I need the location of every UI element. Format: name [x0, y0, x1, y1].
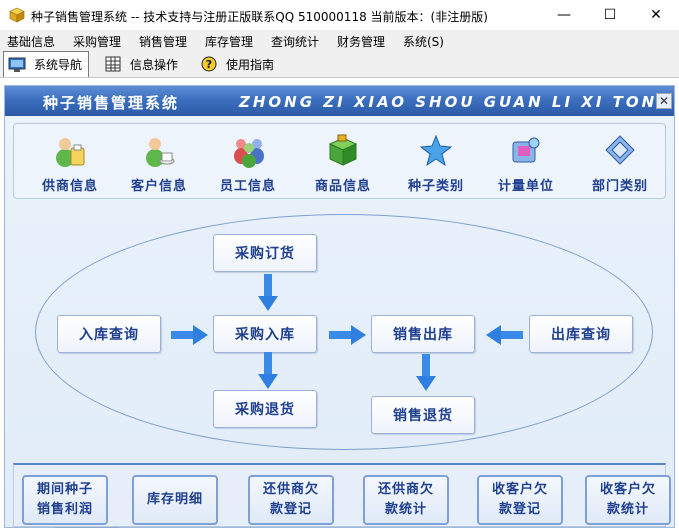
- arrow-down-icon: [258, 352, 278, 389]
- nav-goods-info[interactable]: 商品信息: [303, 124, 383, 200]
- menu-finance[interactable]: 财务管理: [337, 35, 386, 49]
- panel-pinyin-title: ZHONG ZI XIAO SHOU GUAN LI XI TONG: [239, 93, 673, 111]
- inbound-query-button[interactable]: 入库查询: [57, 315, 161, 353]
- menu-query-stats[interactable]: 查询统计: [271, 35, 320, 49]
- nav-label: 客户信息: [130, 179, 187, 194]
- supplier-icon: [56, 138, 85, 167]
- arrow-down-icon: [258, 274, 278, 311]
- menu-sales[interactable]: 销售管理: [139, 35, 188, 49]
- panel-close-button[interactable]: ✕: [656, 93, 672, 109]
- toolbar: 系统导航 信息操作 ? 使用指南: [0, 50, 679, 78]
- supplier-debt-stats-button[interactable]: 还供商欠 款统计: [363, 475, 449, 525]
- arrow-left-icon: [486, 325, 523, 345]
- report-button-bar: 期间种子 销售利润 库存明细 还供商欠 款登记 还供商欠 款统计 收客户欠 款登…: [13, 463, 671, 527]
- tab-user-guide[interactable]: ? 使用指南: [196, 51, 282, 77]
- purchase-inbound-button[interactable]: 采购入库: [213, 315, 317, 353]
- sales-outbound-button[interactable]: 销售出库: [371, 315, 475, 353]
- supplier-debt-register-button[interactable]: 还供商欠 款登记: [248, 475, 334, 525]
- nav-customer-info[interactable]: 客户信息: [119, 124, 199, 200]
- flow-ellipse: [35, 214, 653, 450]
- nav-label: 部门类别: [591, 179, 648, 194]
- customer-icon: [146, 138, 175, 167]
- nav-seed-category[interactable]: 种子类别: [396, 124, 476, 200]
- employee-icon: [234, 139, 264, 168]
- navigation-panel: 种子销售管理系统 ZHONG ZI XIAO SHOU GUAN LI XI T…: [4, 85, 675, 528]
- arrow-down-icon: [416, 354, 436, 391]
- business-flow: 采购订货 入库查询 采购入库 销售出库 出库查询 采购退货 销售退货: [13, 206, 666, 528]
- nav-label: 员工信息: [219, 179, 276, 194]
- maximize-button[interactable]: ☐: [603, 7, 617, 23]
- nav-measure-unit[interactable]: 计量单位: [486, 124, 566, 200]
- panel-title: 种子销售管理系统: [43, 94, 180, 112]
- nav-department-category[interactable]: 部门类别: [580, 124, 660, 200]
- title-bar: 种子销售管理系统 -- 技术支持与注册正版联系QQ 510000118 当前版本…: [0, 0, 679, 30]
- arrow-right-icon: [171, 325, 208, 345]
- panel-body: 供商信息 客户信息: [5, 116, 674, 528]
- minimize-button[interactable]: —: [557, 7, 571, 23]
- sales-return-button[interactable]: 销售退货: [371, 396, 475, 434]
- purchase-return-button[interactable]: 采购退货: [213, 390, 317, 428]
- panel-header: 种子销售管理系统 ZHONG ZI XIAO SHOU GUAN LI XI T…: [5, 86, 674, 116]
- department-icon: [605, 135, 635, 165]
- unit-icon: [512, 137, 540, 163]
- outbound-query-button[interactable]: 出库查询: [529, 315, 633, 353]
- tab-label: 信息操作: [130, 57, 179, 72]
- monitor-icon: [8, 57, 26, 72]
- nav-label: 种子类别: [407, 179, 464, 194]
- tab-label: 使用指南: [226, 57, 275, 72]
- tab-system-nav[interactable]: 系统导航: [3, 51, 89, 77]
- purchase-order-button[interactable]: 采购订货: [213, 234, 317, 272]
- star-icon: [420, 134, 452, 167]
- arrow-right-icon: [329, 325, 366, 345]
- period-sales-profit-button[interactable]: 期间种子 销售利润: [22, 475, 108, 525]
- menu-purchase[interactable]: 采购管理: [73, 35, 122, 49]
- menu-system[interactable]: 系统(S): [403, 35, 444, 49]
- nav-label: 计量单位: [497, 179, 554, 194]
- menu-inventory[interactable]: 库存管理: [205, 35, 254, 49]
- grid-icon: [105, 56, 121, 72]
- nav-employee-info[interactable]: 员工信息: [208, 124, 288, 200]
- goods-icon: [328, 134, 358, 166]
- customer-debt-register-button[interactable]: 收客户欠 款登记: [477, 475, 563, 525]
- tab-info-operation[interactable]: 信息操作: [100, 51, 186, 77]
- window-title: 种子销售管理系统 -- 技术支持与注册正版联系QQ 510000118 当前版本…: [31, 10, 488, 24]
- help-icon: ?: [201, 56, 217, 72]
- customer-debt-stats-button[interactable]: 收客户欠 款统计: [585, 475, 671, 525]
- menu-basic-info[interactable]: 基础信息: [7, 35, 56, 49]
- nav-label: 商品信息: [314, 179, 371, 194]
- app-cube-icon: [9, 7, 25, 23]
- svg-text:?: ?: [206, 58, 212, 71]
- nav-supplier-info[interactable]: 供商信息: [30, 124, 110, 200]
- close-button[interactable]: ✕: [650, 7, 662, 23]
- inventory-detail-button[interactable]: 库存明细: [132, 475, 218, 525]
- nav-label: 供商信息: [41, 179, 98, 194]
- menu-bar: 基础信息 采购管理 销售管理 库存管理 查询统计 财务管理 系统(S): [0, 30, 679, 50]
- tab-label: 系统导航: [34, 58, 83, 72]
- quick-nav-box: 供商信息 客户信息: [13, 123, 666, 199]
